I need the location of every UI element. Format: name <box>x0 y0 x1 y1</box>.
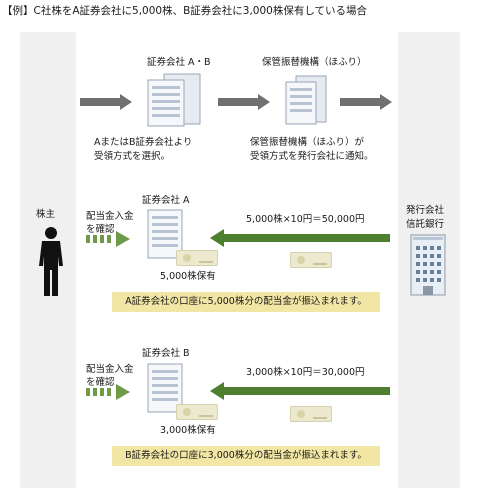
bill-icon <box>290 252 332 268</box>
dashed-green-arrow-icon <box>86 384 130 400</box>
company-b-label: 証券会社 B <box>142 348 190 359</box>
bill-icon <box>176 404 218 420</box>
calc-b: 3,000株×10円＝30,000円 <box>246 367 365 378</box>
holding-a: 5,000株保有 <box>160 271 216 282</box>
note-left-line2: 受領方式を選択。 <box>94 151 171 162</box>
gray-arrow-icon <box>80 94 132 110</box>
banner-a: A証券会社の口座に5,000株分の配当金が振込まれます。 <box>112 292 380 312</box>
issuer-label-1: 発行会社 <box>406 205 445 216</box>
bill-icon <box>176 250 218 266</box>
bill-icon <box>290 406 332 422</box>
page-title: 【例】C社株をA証券会社に5,000株、B証券会社に3,000株保有している場合 <box>2 5 368 17</box>
note-right-line1: 保管振替機構（ほふり）が <box>250 137 365 148</box>
hofuri-label: 保管振替機構（ほふり） <box>262 57 367 68</box>
shareholder-label: 株主 <box>36 209 56 220</box>
green-arrow-icon <box>210 229 390 247</box>
confirm-b-line1: 配当金入金 <box>86 364 134 375</box>
banner-b: B証券会社の口座に3,000株分の配当金が振込まれます。 <box>112 446 380 466</box>
issuer-label-2: 信託銀行 <box>406 219 445 230</box>
confirm-b-line2: を確認 <box>86 377 115 388</box>
calc-a: 5,000株×10円＝50,000円 <box>246 214 365 225</box>
holding-b: 3,000株保有 <box>160 425 216 436</box>
confirm-a-line2: を確認 <box>86 224 115 235</box>
green-arrow-icon <box>210 382 390 400</box>
gray-arrow-icon <box>340 94 392 110</box>
securities-building-icon <box>147 73 201 127</box>
dashed-green-arrow-icon <box>86 231 130 247</box>
issuer-building-icon <box>410 234 446 296</box>
gray-arrow-icon <box>218 94 270 110</box>
hofuri-building-icon <box>285 75 327 125</box>
person-icon <box>39 227 63 296</box>
note-left-line1: AまたはB証券会社より <box>94 137 193 148</box>
company-a-label: 証券会社 A <box>142 195 190 206</box>
note-right-line2: 受領方式を発行会社に通知。 <box>250 151 374 162</box>
securities-ab-label: 証券会社 A・B <box>147 57 211 68</box>
confirm-a-line1: 配当金入金 <box>86 211 134 222</box>
